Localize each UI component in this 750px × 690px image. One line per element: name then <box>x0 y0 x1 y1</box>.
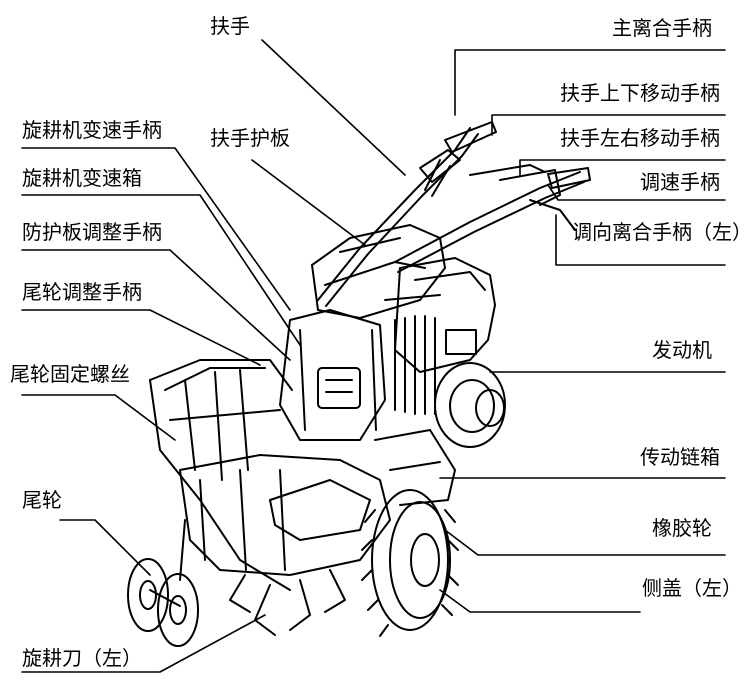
chain-case <box>374 429 456 506</box>
label-steering-clutch-lever-left: 调向离合手柄（左） <box>572 220 750 244</box>
label-speed-lever: 调速手柄 <box>640 170 720 194</box>
label-handlebar-leftright-lever: 扶手左右移动手柄 <box>560 126 720 150</box>
label-rubber-wheel: 橡胶轮 <box>652 516 712 540</box>
handlebar-left-arm <box>317 127 471 301</box>
tail-wheel-post <box>179 519 186 581</box>
engine-badge <box>445 329 477 355</box>
label-rotary-gearbox: 旋耕机变速箱 <box>22 166 142 190</box>
label-guard-adjust-lever: 防护板调整手柄 <box>22 220 162 244</box>
label-tail-wheel-adjust-lever: 尾轮调整手柄 <box>22 280 142 304</box>
label-rotary-gear-lever: 旋耕机变速手柄 <box>22 118 162 142</box>
label-rotary-blade-left: 旋耕刀（左） <box>22 646 142 670</box>
right-grip <box>547 167 591 189</box>
label-tail-wheel-fixing-screw: 尾轮固定螺丝 <box>10 362 130 386</box>
label-side-cover-left: 侧盖（左） <box>642 576 742 600</box>
label-handlebar-updown-lever: 扶手上下移动手柄 <box>560 81 720 105</box>
left-grip <box>444 121 497 153</box>
label-handlebar-guard: 扶手护板 <box>210 126 290 150</box>
handlebar-guard-shape <box>311 224 446 319</box>
tail-wheel-right <box>157 573 199 647</box>
label-main-clutch-lever: 主离合手柄 <box>612 16 712 40</box>
tine <box>254 584 276 636</box>
label-tail-wheel: 尾轮 <box>22 488 62 512</box>
gearbox-housing <box>279 309 386 441</box>
rubber-wheel <box>371 489 449 631</box>
tail-frame <box>149 359 293 391</box>
engine-body <box>394 257 496 373</box>
label-engine: 发动机 <box>652 338 712 362</box>
label-handlebar: 扶手 <box>210 14 250 38</box>
tail-wheel-left <box>127 558 169 632</box>
label-drive-chain-case: 传动链箱 <box>640 445 720 469</box>
handlebar-right-arm <box>394 171 581 263</box>
